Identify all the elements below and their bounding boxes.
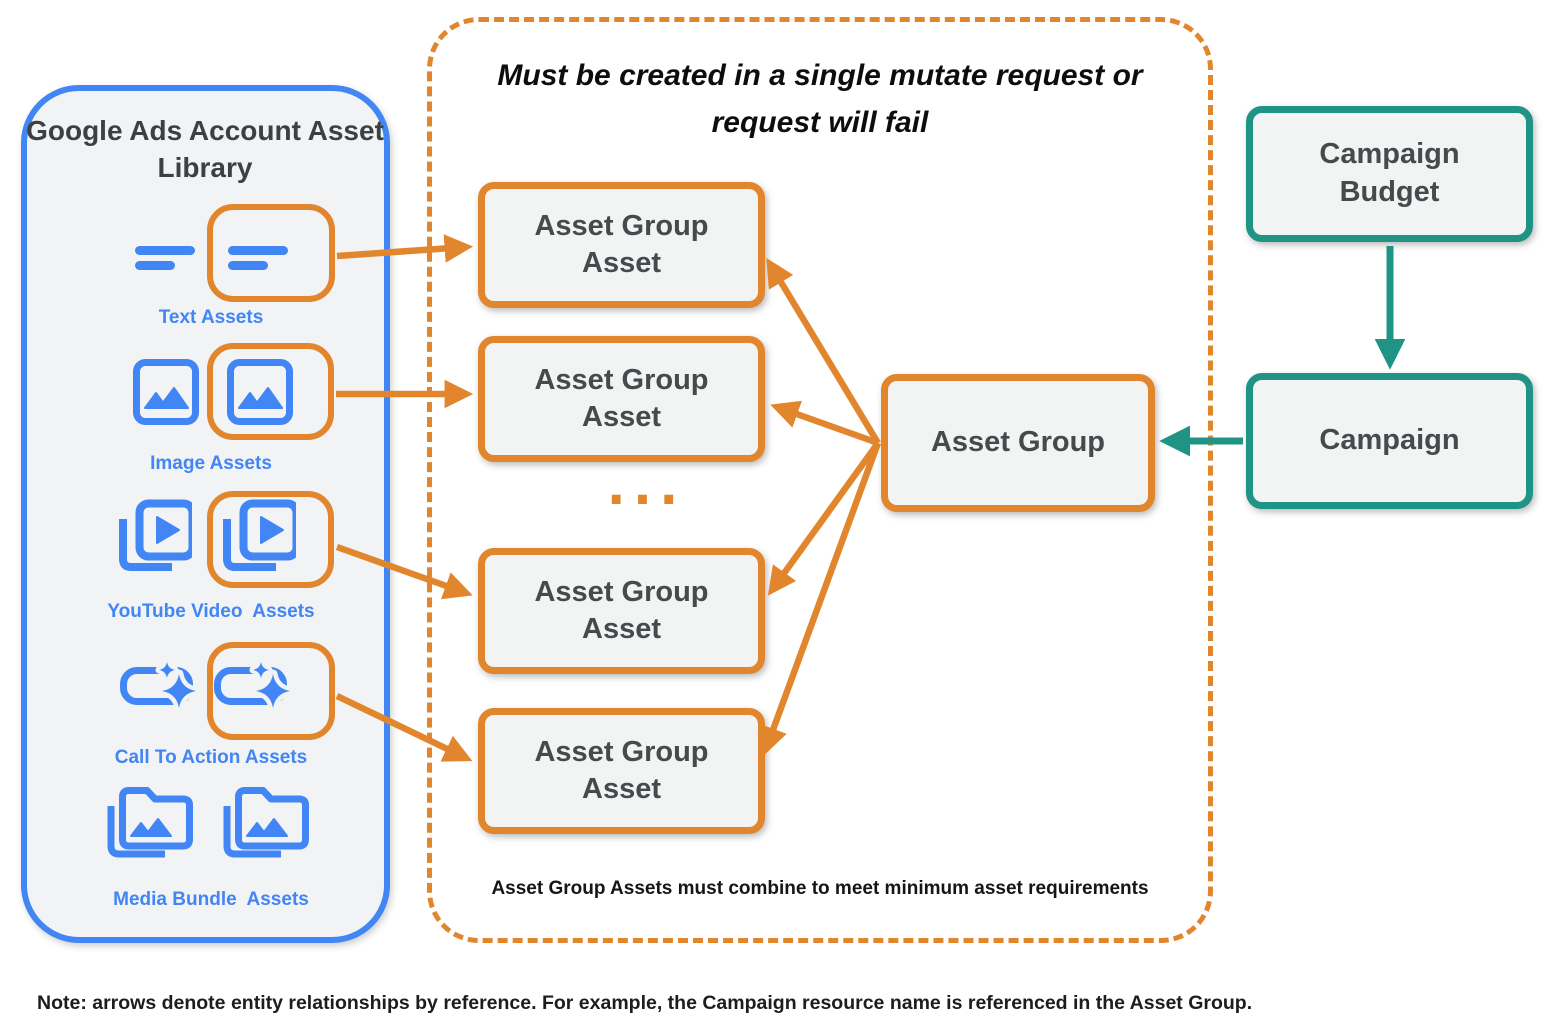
selected-image-asset-outline: [207, 343, 334, 440]
image-icon: [133, 359, 199, 425]
image-assets-label: Image Assets: [150, 453, 272, 474]
ellipsis-dots: ...: [607, 449, 687, 518]
asset-group-label: Asset Group: [930, 426, 1106, 459]
asset-group-asset-box: Asset Group Asset: [478, 548, 765, 674]
asset-group-asset-box: Asset Group Asset: [478, 708, 765, 834]
youtube-video-assets-label: YouTube Video Assets: [107, 601, 315, 622]
reference-note: Note: arrows denote entity relationships…: [37, 992, 1253, 1014]
asset-group-asset-label: Asset Group Asset: [534, 210, 709, 279]
campaign-budget-label: Campaign Budget: [1319, 138, 1460, 208]
folder-image-icon: [219, 784, 311, 862]
folder-image-icon: [103, 784, 195, 862]
campaign-box: Campaign: [1246, 373, 1533, 509]
cta-sparkle-icon: [120, 658, 202, 714]
selected-cta-asset-outline: [207, 642, 335, 740]
library-title: Google Ads Account Asset Library: [26, 115, 384, 184]
campaign-label: Campaign: [1319, 424, 1460, 457]
selected-video-asset-outline: [207, 491, 334, 588]
campaign-budget-box: Campaign Budget: [1246, 106, 1533, 242]
mutate-request-title: Must be created in a single mutate reque…: [497, 59, 1143, 139]
image-icon: [227, 359, 293, 425]
asset-group-box: Asset Group: [881, 374, 1155, 512]
cta-sparkle-icon: [214, 658, 296, 714]
text-lines-icon: [135, 246, 195, 270]
text-assets-label: Text Assets: [158, 307, 264, 328]
minimum-requirements-note: Asset Group Assets must combine to meet …: [491, 878, 1149, 899]
selected-text-asset-outline: [207, 204, 335, 302]
asset-library-panel: [21, 85, 390, 943]
asset-group-asset-label: Asset Group Asset: [534, 736, 709, 805]
asset-group-asset-label: Asset Group Asset: [534, 576, 709, 645]
asset-group-asset-box: Asset Group Asset: [478, 336, 765, 462]
asset-group-asset-box: Asset Group Asset: [478, 182, 765, 308]
asset-group-asset-label: Asset Group Asset: [534, 364, 709, 433]
text-lines-icon: [228, 246, 288, 270]
media-bundle-assets-label: Media Bundle Assets: [113, 889, 309, 910]
video-stack-icon: [112, 498, 192, 578]
call-to-action-assets-label: Call To Action Assets: [114, 747, 308, 768]
video-stack-icon: [216, 498, 296, 578]
